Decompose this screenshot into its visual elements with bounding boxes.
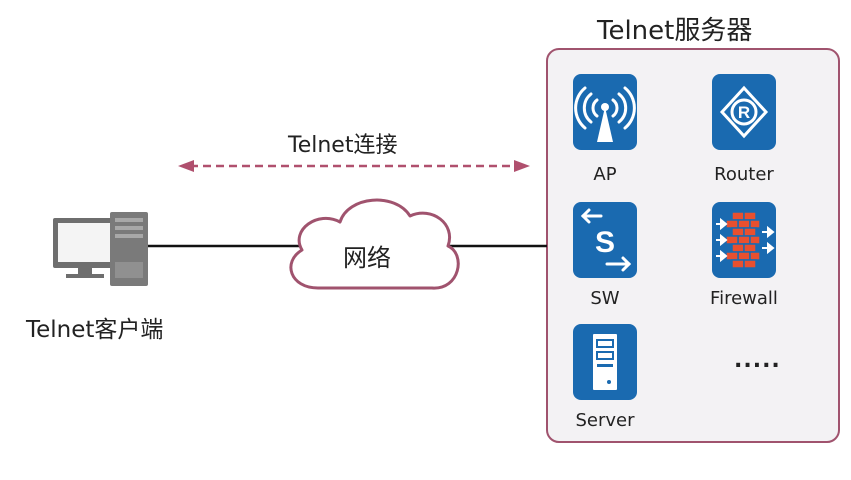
network-cloud — [289, 198, 460, 290]
svg-text:S: S — [595, 226, 615, 259]
device-label-sw: SW — [590, 288, 620, 309]
device-label-server: Server — [575, 410, 635, 431]
device-label-ap: AP — [593, 164, 617, 185]
router-icon: R — [719, 85, 769, 139]
telnet-connection-arrow — [178, 160, 530, 172]
switch-tile: S — [573, 202, 637, 278]
device-label-router: Router — [714, 164, 774, 185]
ap-tile — [573, 74, 637, 150]
network-label: 网络 — [343, 244, 391, 272]
firewall-tile — [712, 202, 776, 278]
server-title: Telnet服务器 — [597, 16, 753, 46]
svg-text:R: R — [738, 103, 750, 122]
device-label-firewall: Firewall — [710, 288, 778, 309]
client-label: Telnet客户端 — [26, 317, 164, 343]
router-tile: R — [712, 74, 776, 150]
wireless-ap-icon — [574, 86, 636, 142]
firewall-icon — [716, 211, 775, 269]
switch-icon: S — [580, 208, 632, 272]
connection-label: Telnet连接 — [288, 133, 398, 158]
server-icon — [593, 334, 617, 390]
server-tile — [573, 324, 637, 400]
more-devices-ellipsis: ..... — [734, 348, 781, 373]
client-computer-icon — [53, 212, 148, 286]
